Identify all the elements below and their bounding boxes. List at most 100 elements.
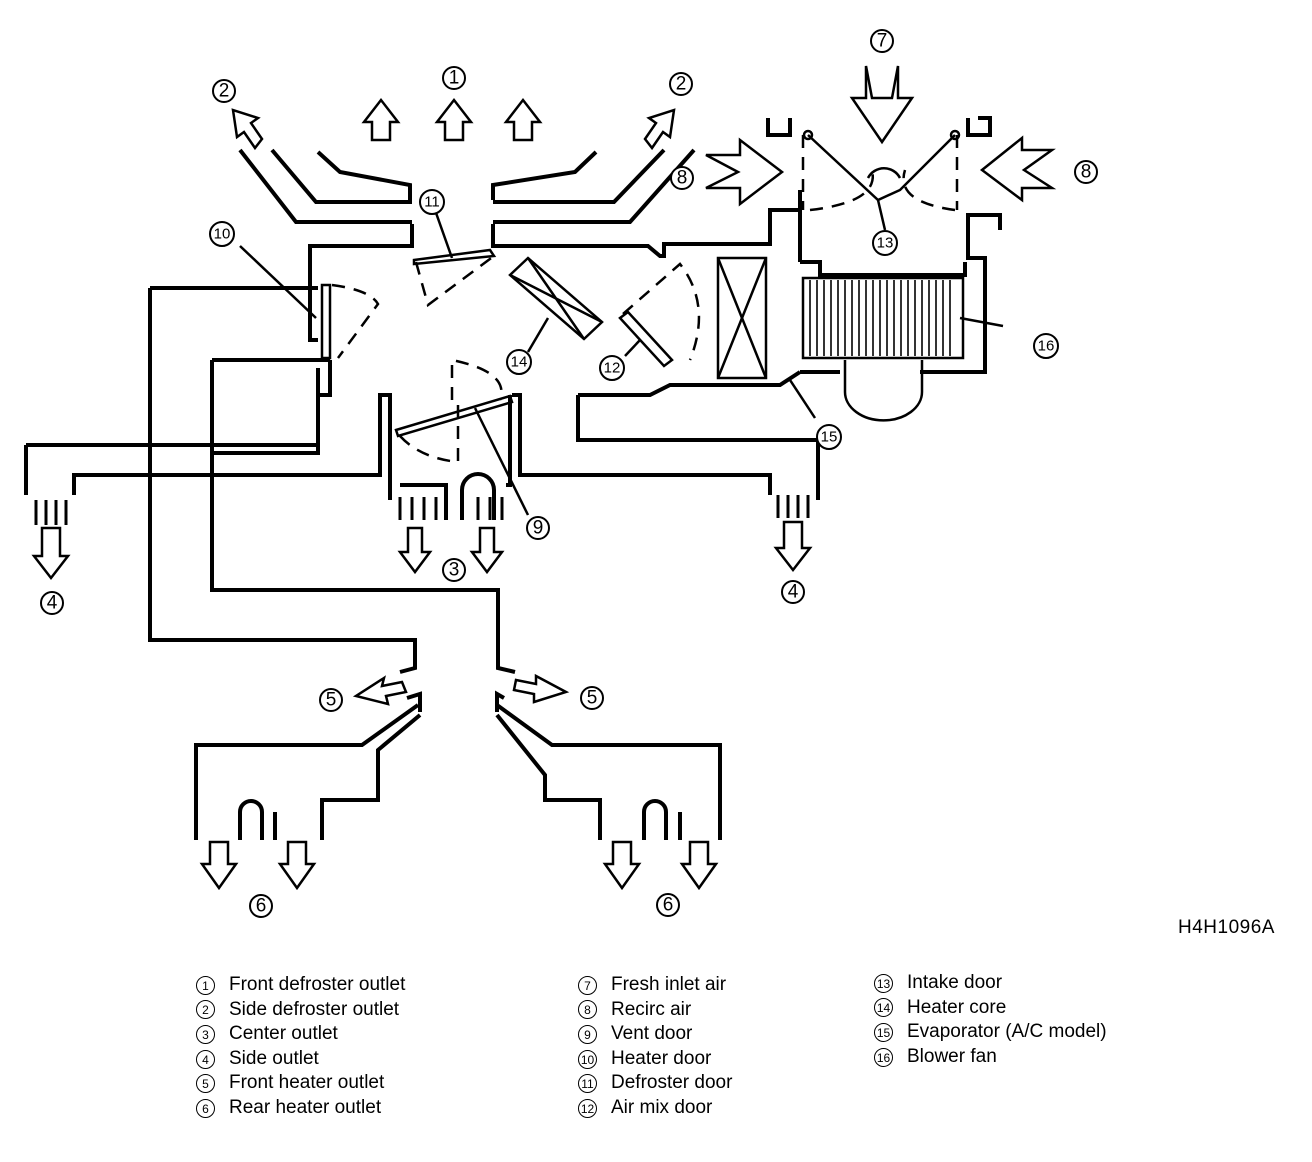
vent-door — [394, 358, 530, 516]
svg-text:4: 4 — [47, 593, 58, 614]
legend-item: 3 Center outlet — [196, 1022, 405, 1047]
legend-item: 16 Blower fan — [874, 1045, 1107, 1070]
legend-number: 13 — [874, 973, 893, 993]
svg-text:8: 8 — [1081, 162, 1092, 183]
legend-label: Heater core — [907, 996, 1007, 1018]
defroster-ducts — [238, 148, 696, 224]
callout-10: 10 — [209, 221, 235, 247]
legend-column-1: 1 Front defroster outlet 2 Side defroster … — [196, 973, 405, 1121]
heater-core — [508, 256, 604, 353]
legend-number: 1 — [196, 975, 215, 995]
callout-4-right: 4 — [781, 580, 805, 604]
side-outlet-grille-right — [776, 495, 810, 518]
legend-number: 16 — [874, 1047, 893, 1067]
drawing-code: H4H1096A — [1178, 917, 1275, 938]
svg-text:5: 5 — [326, 690, 337, 711]
callout-5-left: 5 — [319, 688, 343, 712]
callout-12: 12 — [599, 355, 625, 381]
svg-text:3: 3 — [449, 560, 460, 581]
legend-label: Front defroster outlet — [229, 974, 406, 995]
legend-number: 3 — [196, 1024, 215, 1044]
legend-number: 4 — [196, 1049, 215, 1069]
legend-item: 13 Intake door — [874, 971, 1107, 996]
callout-8-left: 8 — [670, 166, 694, 190]
legend-item: 14 Heater core — [874, 996, 1107, 1021]
legend-number: 2 — [196, 1000, 215, 1020]
callout-6-left: 6 — [249, 894, 273, 918]
svg-text:6: 6 — [663, 895, 674, 916]
legend-number: 9 — [578, 1024, 597, 1044]
svg-text:10: 10 — [214, 226, 231, 243]
blower-fan-blades — [809, 280, 951, 356]
callout-9: 9 — [526, 516, 550, 540]
svg-text:13: 13 — [877, 235, 894, 252]
center-outlet-grille — [398, 395, 512, 520]
svg-text:7: 7 — [877, 31, 888, 52]
legend-label: Defroster door — [611, 1072, 733, 1094]
defroster-door — [412, 209, 497, 308]
svg-text:4: 4 — [788, 582, 799, 603]
svg-text:8: 8 — [677, 168, 688, 189]
legend-label: Intake door — [907, 972, 1003, 993]
callout-16: 16 — [1033, 333, 1059, 359]
rear-heater-ducts — [194, 690, 722, 840]
callout-6-right: 6 — [656, 893, 680, 917]
legend-label: Blower fan — [907, 1045, 997, 1067]
side-outlet-grille-left — [34, 500, 68, 525]
svg-text:16: 16 — [1038, 338, 1055, 355]
legend-number: 14 — [874, 998, 893, 1018]
callout-7: 7 — [870, 29, 894, 53]
legend-number: 8 — [578, 1000, 597, 1020]
legend-item: 2 Side defroster outlet — [196, 998, 405, 1023]
legend-label: Side defroster outlet — [229, 998, 400, 1020]
legend-number: 5 — [196, 1074, 215, 1094]
svg-text:11: 11 — [424, 194, 440, 211]
svg-text:6: 6 — [256, 896, 267, 917]
svg-text:2: 2 — [219, 81, 230, 102]
legend-label: Vent door — [611, 1023, 693, 1045]
svg-text:12: 12 — [604, 360, 621, 377]
legend-label: Fresh inlet air — [611, 974, 727, 995]
callout-5-right: 5 — [580, 686, 604, 710]
legend-item: 7 Fresh inlet air — [578, 973, 732, 998]
legend-number: 7 — [578, 975, 597, 995]
airflow-arrows — [31, 65, 1057, 891]
legend-number: 12 — [578, 1098, 597, 1118]
svg-text:2: 2 — [676, 74, 687, 95]
evaporator — [716, 256, 817, 419]
callout-3: 3 — [442, 558, 466, 582]
legend-item: 12 Air mix door — [578, 1096, 732, 1121]
legend-item: 1 Front defroster outlet — [196, 973, 405, 998]
heater-case — [24, 208, 1002, 674]
legend-item: 4 Side outlet — [196, 1047, 405, 1072]
legend-label: Side outlet — [229, 1047, 319, 1069]
legend-item: 9 Vent door — [578, 1022, 732, 1047]
legend-label: Center outlet — [229, 1023, 338, 1045]
legend-label: Rear heater outlet — [229, 1096, 382, 1118]
svg-text:1: 1 — [449, 68, 460, 89]
callout-11: 11 — [419, 189, 445, 215]
svg-text:14: 14 — [511, 354, 528, 371]
legend-label: Air mix door — [611, 1096, 713, 1118]
air-mix-door — [618, 262, 701, 368]
blower-fan — [801, 276, 1004, 422]
svg-text:5: 5 — [587, 688, 598, 709]
heater-door — [239, 245, 380, 360]
blower-unit — [766, 116, 992, 277]
callout-2-left: 2 — [212, 79, 236, 103]
legend-label: Evaporator (A/C model) — [907, 1021, 1107, 1043]
callout-14: 14 — [506, 349, 532, 375]
callout-13: 13 — [872, 230, 898, 256]
callout-4-left: 4 — [40, 591, 64, 615]
legend-number: 10 — [578, 1049, 597, 1069]
svg-text:9: 9 — [533, 518, 544, 539]
